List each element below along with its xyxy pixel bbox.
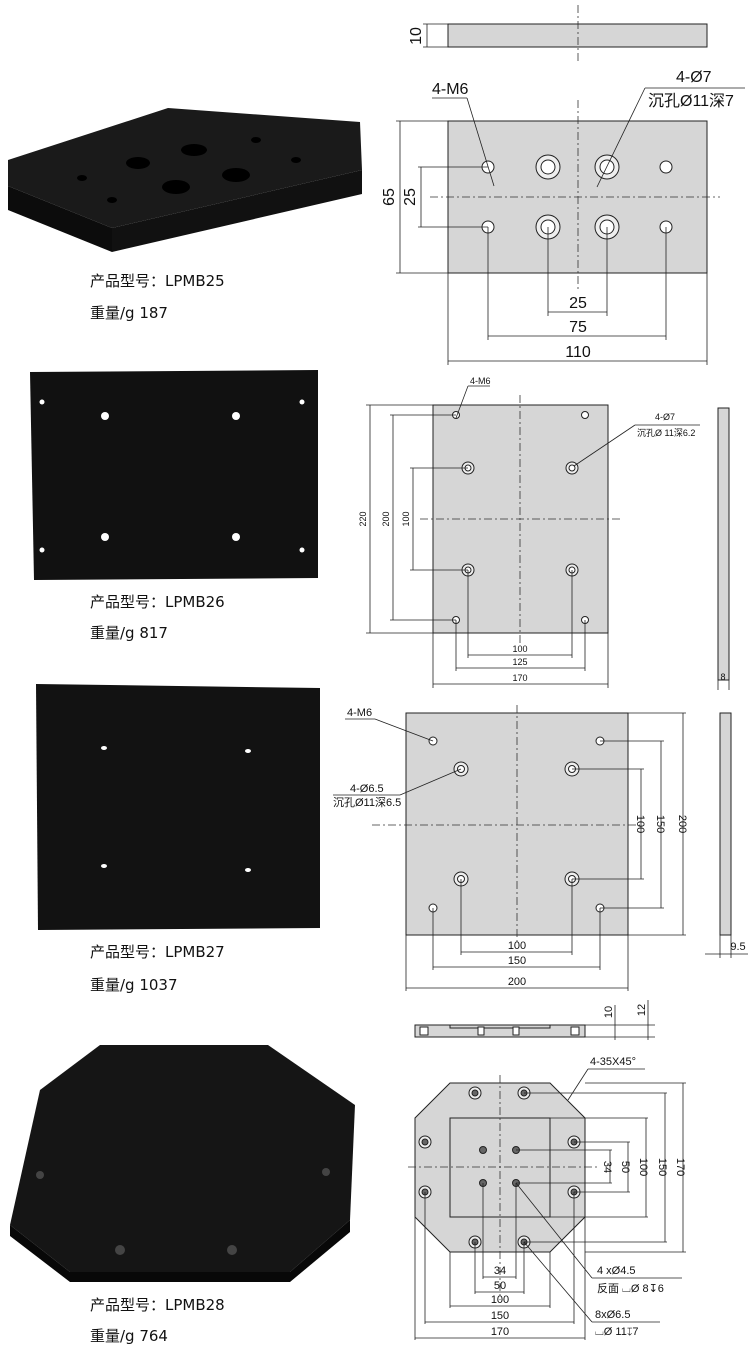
dim-thickness: 10 [408,27,425,45]
weight-label-lpmb25: 重量/g 187 [90,304,168,322]
weight-label-lpmb28: 重量/g 764 [90,1327,168,1345]
dim-tap-pitch-v: 200 [381,511,391,526]
model-label-lpmb28: 产品型号：LPMB28 [90,1296,225,1314]
dim-thickness-b: 12 [636,1004,648,1016]
dim-thickness: 8 [720,672,725,682]
dim-tap-pitch-h: 125 [512,657,527,667]
dim-hole-pitch-h: 100 [512,644,527,654]
drawing-lpmb26: 220 200 100 100 125 170 4-M6 4-Ø7 沉孔Ø 11… [358,376,730,690]
dim-tap-pitch-h: 150 [508,955,526,967]
dim-h-100: 100 [491,1294,509,1306]
drawing-lpmb25: 10 65 25 25 75 110 4-M6 4-Ø7 沉孔Ø11深7 [381,5,745,365]
dim-v-34: 34 [601,1161,613,1173]
dim-thickness: 9.5 [730,941,745,953]
dim-v-170: 170 [674,1158,686,1176]
dim-v-100: 100 [637,1158,649,1176]
large-hole-cbore-note: ⌴Ø 11↧7 [595,1326,638,1338]
dim-width: 170 [512,673,527,683]
dim-h-34: 34 [494,1265,506,1277]
dim-hole-pitch-v: 100 [634,815,646,833]
large-hole-note: 8xØ6.5 [595,1309,630,1321]
photo-lpmb25 [8,108,362,252]
dim-height: 65 [381,188,398,206]
dim-outer-pitch: 75 [569,319,587,336]
tap-note: 4-M6 [347,707,372,719]
tap-note: 4-M6 [432,81,469,98]
weight-label-lpmb27: 重量/g 1037 [90,976,178,994]
tap-note: 4-M6 [470,376,491,386]
hole-note: 4-Ø7 [655,412,675,422]
model-label-lpmb27: 产品型号：LPMB27 [90,943,225,961]
dim-tap-pitch-v: 150 [654,815,666,833]
dim-width: 200 [508,976,526,988]
dim-h-150: 150 [491,1310,509,1322]
dim-height: 200 [676,815,688,833]
photo-lpmb27 [36,684,320,930]
cbore-note: 沉孔Ø11深7 [648,92,734,110]
dim-h-170: 170 [491,1326,509,1338]
drawing-lpmb28: 10 12 34 50 100 150 170 34 50 [408,1000,686,1340]
drawing-lpmb27: 100 150 200 100 150 200 4-M6 4-Ø6.5 沉孔Ø1… [333,705,748,991]
photo-lpmb28 [10,1045,355,1282]
dim-inner-pitch: 25 [569,295,587,312]
dim-thickness-a: 10 [603,1006,615,1018]
dim-h-50: 50 [494,1280,506,1292]
model-label-lpmb25: 产品型号：LPMB25 [90,272,225,290]
dim-hole-pitch-v: 100 [401,511,411,526]
small-hole-note: 4 xØ4.5 [597,1265,636,1277]
dim-height: 220 [358,511,368,526]
model-label-lpmb26: 产品型号：LPMB26 [90,593,225,611]
dim-width: 110 [565,344,591,361]
photo-lpmb26 [30,370,318,580]
dim-v-50: 50 [619,1161,631,1173]
dim-hole-pitch-h: 100 [508,940,526,952]
dim-v-150: 150 [656,1158,668,1176]
hole-note: 4-Ø7 [676,69,712,86]
dim-hole-pitch-v: 25 [402,188,419,206]
chamfer-note: 4-35X45° [590,1056,636,1068]
weight-label-lpmb26: 重量/g 817 [90,624,168,642]
cbore-note: 沉孔Ø11深6.5 [333,796,401,809]
hole-note: 4-Ø6.5 [350,783,384,795]
cbore-note: 沉孔Ø 11深6.2 [637,428,695,438]
small-hole-back-note: 反面 ⌴Ø 8↧6 [597,1282,664,1295]
